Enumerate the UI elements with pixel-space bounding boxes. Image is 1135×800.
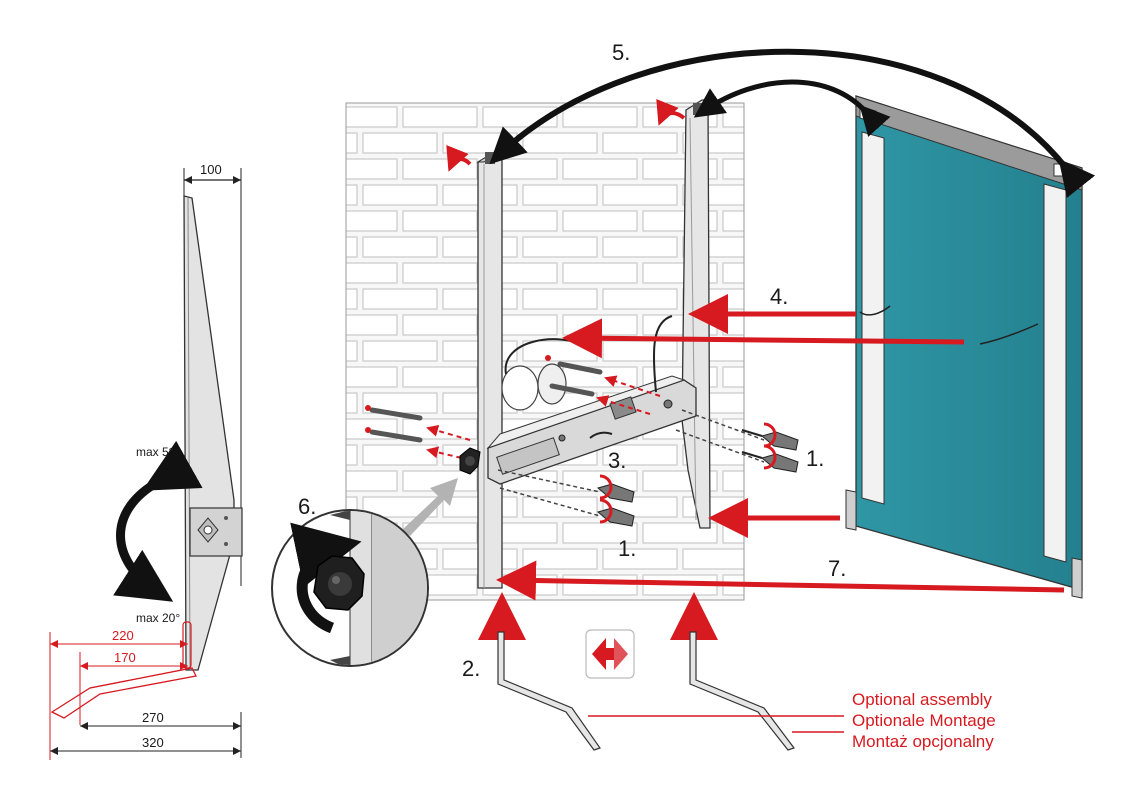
- dim-label-220: 220: [112, 628, 134, 643]
- step-label-5: 5.: [612, 40, 630, 65]
- arrow-step7: [496, 560, 1065, 601]
- optional-assembly-pl: Montaż opcjonalny: [852, 732, 994, 751]
- knob-icon: [313, 555, 365, 611]
- side-bracket: [183, 195, 235, 671]
- angle-max-bottom-label: max 20°: [136, 611, 180, 625]
- wall-disc: [501, 315, 673, 411]
- arrow-cable: [562, 318, 965, 359]
- screws-right: [675, 409, 799, 473]
- dim-label-100: 100: [200, 162, 222, 177]
- screwdriver-icon: [596, 474, 635, 503]
- wall-anchors: [365, 355, 661, 461]
- arc-small: [693, 79, 891, 137]
- arc-large: [489, 48, 1096, 198]
- step-label-7: 7.: [828, 556, 846, 581]
- dim-label-270: 270: [142, 710, 164, 725]
- curl-arrow-right: [656, 98, 686, 126]
- left-vertical-bracket: [476, 149, 504, 589]
- side-view: 100 max 5° max 20° 220 170 270 320: [49, 162, 243, 760]
- knob-icon: [459, 447, 481, 475]
- step-label-2: 2.: [462, 656, 480, 681]
- optional-floor-legs: [497, 631, 795, 751]
- step-label-6: 6.: [298, 494, 316, 519]
- optional-assembly-en: Optional assembly: [852, 690, 992, 709]
- step-label-4: 4.: [770, 284, 788, 309]
- screwdriver-icon: [741, 444, 799, 473]
- step-label-1-bottom: 1.: [618, 536, 636, 561]
- step-label-3: 3.: [608, 448, 626, 473]
- red-arrows: [446, 98, 1065, 640]
- step-label-1-right: 1.: [806, 446, 824, 471]
- black-arcs: [489, 48, 1096, 198]
- optional-assembly-de: Optionale Montage: [852, 711, 996, 730]
- angle-max-top-label: max 5°: [136, 445, 174, 459]
- double-arrow-icon: [585, 629, 635, 679]
- dim-label-320: 320: [142, 735, 164, 750]
- horizontal-crossbar: [486, 375, 697, 485]
- curl-arrow-left: [446, 144, 472, 172]
- screwdriver-icon: [596, 498, 635, 527]
- knob-detail-magnifier: [271, 509, 429, 667]
- zoom-pointer-arrow: [402, 478, 458, 536]
- dim-label-170: 170: [114, 650, 136, 665]
- optional-floor-leg: [50, 667, 197, 719]
- teal-panel: [845, 95, 1083, 599]
- curved-rotation-arrow-icon: [290, 522, 362, 634]
- angle-rotation-arrow: [113, 440, 203, 602]
- screws-bottom: [497, 469, 635, 527]
